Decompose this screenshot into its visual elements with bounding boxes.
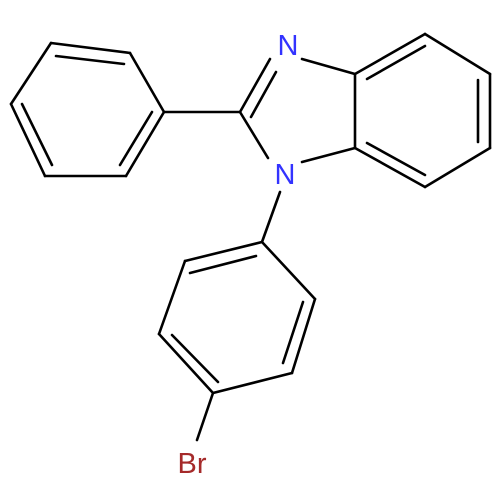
n-imine-label: N (278, 30, 299, 62)
n1-aryl-bond (260, 190, 282, 244)
bromophenyl-double-bond (170, 333, 220, 384)
bromophenyl-bond (157, 259, 187, 336)
c2-n3-double-bond (238, 57, 272, 114)
benzo-bond (423, 32, 492, 76)
benzo-double-bond (365, 141, 427, 177)
bromophenyl-bond (211, 371, 294, 395)
bromophenyl-double-bond (281, 300, 305, 365)
bromophenyl-bond (157, 332, 215, 395)
benzo-bond (353, 32, 427, 76)
phenyl-bond (49, 41, 132, 55)
phenyl-double-bond (54, 54, 126, 66)
phenyl-double-bond (20, 102, 54, 167)
bromine-label: Br (178, 448, 207, 480)
phenyl-bond (128, 51, 166, 114)
n3-c3a-bond (300, 57, 357, 76)
bromophenyl-double-bond (188, 254, 258, 275)
phenyl-bond (124, 110, 166, 178)
bromophenyl-bond (183, 240, 264, 263)
imidazole-ring (238, 57, 357, 164)
benzo-bond (423, 146, 492, 189)
c2-n1-bond (238, 110, 270, 160)
phenyl-ring (9, 41, 166, 178)
bromophenyl-bond (260, 240, 317, 301)
benzo-ring (353, 32, 492, 189)
bromophenyl-ring (157, 240, 317, 395)
n1-c7a-bond (300, 146, 357, 164)
benzo-bond (353, 146, 427, 189)
n-aryl-label: N (275, 159, 296, 191)
phenyl-double-bond (118, 110, 154, 167)
c-br-bond (195, 391, 215, 442)
c2-n3-double-bond (249, 70, 278, 119)
phenyl-bond (9, 41, 53, 106)
bromophenyl-bond (290, 297, 317, 375)
phenyl-bond (9, 102, 47, 178)
benzo-double-bond (365, 44, 427, 81)
